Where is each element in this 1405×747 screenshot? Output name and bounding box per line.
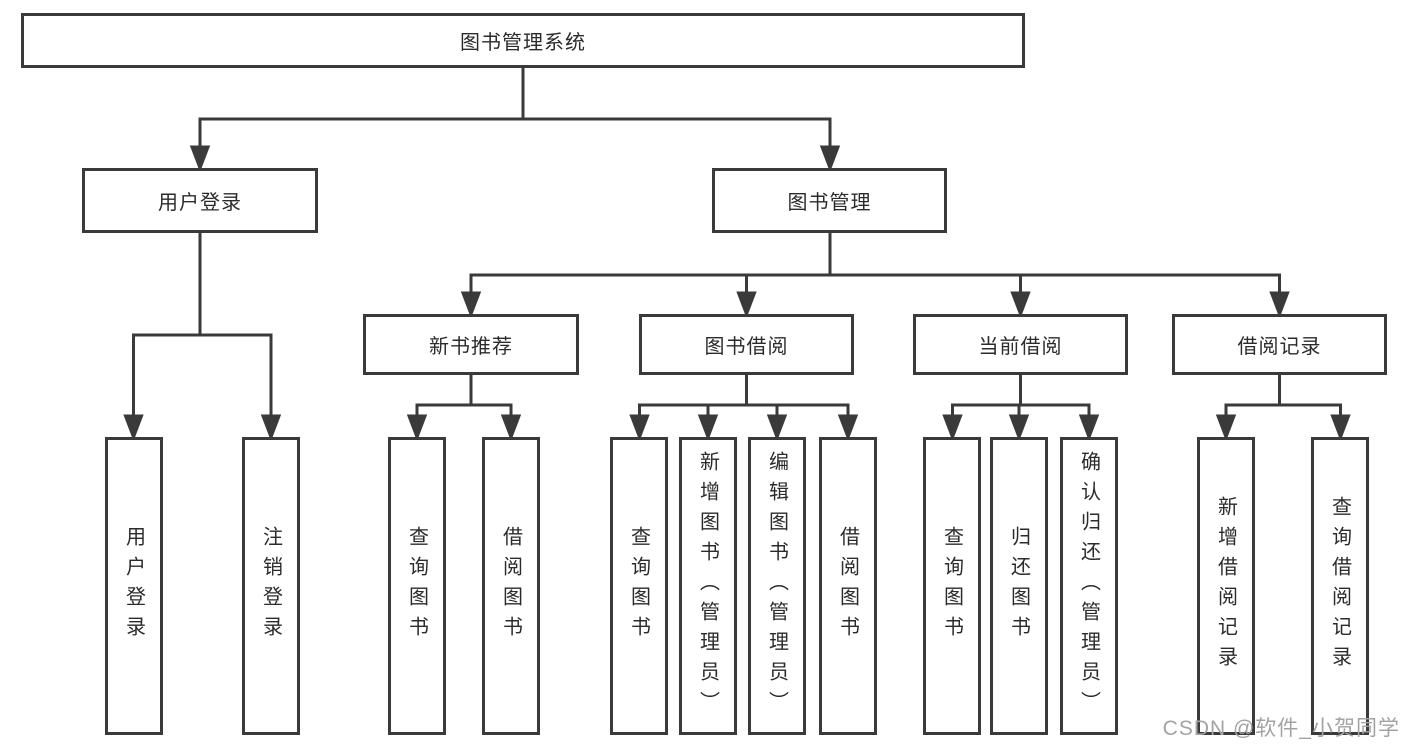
node-current-borrowing: 当前借阅 xyxy=(913,314,1128,375)
node-label: 查询借阅记录 xyxy=(1328,496,1351,676)
node-label: 查询图书 xyxy=(627,526,650,646)
leaf-query-books-under-current: 查询图书 xyxy=(923,437,981,735)
leaf-edit-books-admin: 编辑图书（管理员） xyxy=(748,437,806,735)
node-label: 新书推荐 xyxy=(429,336,513,358)
node-label: 借阅记录 xyxy=(1237,336,1322,358)
node-label: 查询图书 xyxy=(940,526,963,646)
leaf-user-login: 用户登录 xyxy=(105,437,163,735)
node-label: 注销登录 xyxy=(259,526,282,646)
leaf-query-books-under-recommendation: 查询图书 xyxy=(388,437,446,735)
leaf-query-borrow-record: 查询借阅记录 xyxy=(1311,437,1369,735)
node-library-system: 图书管理系统 xyxy=(21,13,1025,68)
node-label: 用户登录 xyxy=(158,192,242,214)
node-user-login: 用户登录 xyxy=(82,168,318,233)
node-label: 编辑图书（管理员） xyxy=(765,451,788,721)
leaf-return-books: 归还图书 xyxy=(990,437,1048,735)
node-book-borrowing: 图书借阅 xyxy=(639,314,854,375)
node-label: 借阅图书 xyxy=(499,526,522,646)
leaf-logout: 注销登录 xyxy=(242,437,300,735)
node-label: 图书借阅 xyxy=(704,336,789,358)
leaf-borrow-books-under-borrowing: 借阅图书 xyxy=(819,437,877,735)
node-label: 归还图书 xyxy=(1007,526,1030,646)
node-label: 借阅图书 xyxy=(836,526,859,646)
node-label: 当前借阅 xyxy=(978,336,1063,358)
node-label: 确认归还（管理员） xyxy=(1077,451,1100,721)
node-label: 新增借阅记录 xyxy=(1214,496,1237,676)
leaf-borrow-books-under-recommendation: 借阅图书 xyxy=(482,437,540,735)
leaf-add-borrow-record: 新增借阅记录 xyxy=(1197,437,1255,735)
node-label: 图书管理 xyxy=(787,192,872,214)
node-label: 图书管理系统 xyxy=(460,32,586,54)
leaf-query-books-under-borrowing: 查询图书 xyxy=(610,437,668,735)
node-label: 用户登录 xyxy=(122,526,145,646)
node-book-management: 图书管理 xyxy=(712,168,947,233)
node-borrowing-records: 借阅记录 xyxy=(1172,314,1387,375)
csdn-watermark: CSDN @软件_小贺同学 xyxy=(1162,717,1400,740)
leaf-confirm-return-admin: 确认归还（管理员） xyxy=(1060,437,1118,735)
leaf-add-books-admin: 新增图书（管理员） xyxy=(679,437,737,735)
node-label: 查询图书 xyxy=(405,526,428,646)
node-label: 新增图书（管理员） xyxy=(696,451,719,721)
node-new-book-recommendation: 新书推荐 xyxy=(363,314,579,375)
